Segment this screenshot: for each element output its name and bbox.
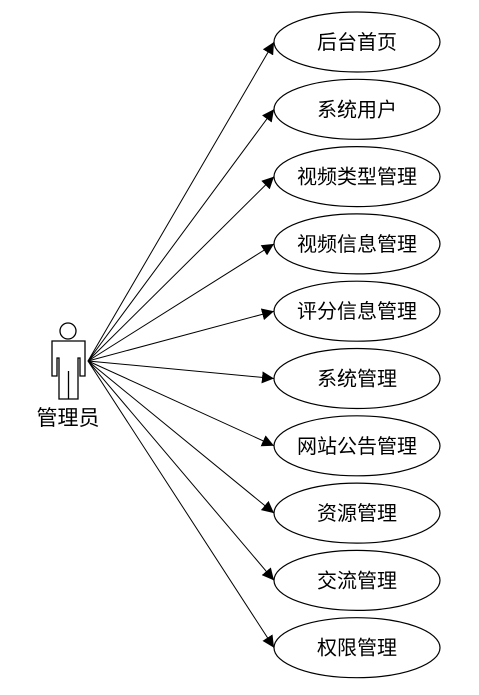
use-case-label: 网站公告管理 — [297, 434, 417, 458]
use-case-4[interactable]: 视频信息管理 — [273, 213, 441, 275]
use-case-3[interactable]: 视频类型管理 — [273, 146, 441, 208]
use-case-label: 系统用户 — [317, 97, 397, 121]
use-case-8[interactable]: 资源管理 — [273, 482, 441, 544]
use-case-ellipse — [273, 146, 441, 208]
association-arrow — [87, 41, 275, 362]
actor[interactable]: 管理员 — [37, 322, 100, 430]
association-arrow — [87, 360, 275, 648]
use-case-label: 视频信息管理 — [297, 232, 417, 256]
use-case-label: 视频类型管理 — [297, 165, 417, 189]
use-case-ellipse — [273, 280, 441, 342]
use-case-ellipse — [273, 549, 441, 612]
use-case-6[interactable]: 系统管理 — [273, 347, 441, 410]
actor-label: 管理员 — [37, 406, 100, 430]
association-arrow — [87, 360, 275, 514]
actor-icon — [51, 322, 86, 400]
use-case-label: 权限管理 — [317, 636, 397, 660]
use-case-2[interactable]: 系统用户 — [273, 78, 441, 140]
use-case-7[interactable]: 网站公告管理 — [273, 415, 441, 477]
use-case-10[interactable]: 权限管理 — [273, 617, 441, 679]
use-case-ellipse — [273, 617, 441, 679]
use-case-ellipse — [273, 78, 441, 140]
association-lines — [87, 41, 275, 648]
use-case-ellipse — [273, 347, 441, 410]
use-case-ellipse — [273, 11, 441, 73]
use-case-ellipse — [273, 415, 441, 477]
use-case-label: 后台首页 — [317, 30, 397, 54]
association-arrow — [87, 109, 275, 362]
association-arrow — [87, 176, 275, 362]
association-arrow — [87, 308, 275, 362]
use-case-group: 后台首页系统用户视频类型管理视频信息管理评分信息管理系统管理网站公告管理资源管理… — [273, 11, 441, 679]
association-arrow — [87, 243, 275, 362]
association-arrow — [87, 360, 275, 447]
association-arrow — [87, 360, 275, 384]
use-case-label: 评分信息管理 — [297, 299, 417, 323]
use-case-ellipse — [273, 213, 441, 275]
association-arrow — [87, 360, 275, 581]
use-case-label: 交流管理 — [317, 568, 397, 592]
use-case-1[interactable]: 后台首页 — [273, 11, 441, 73]
use-case-9[interactable]: 交流管理 — [273, 549, 441, 612]
use-case-label: 资源管理 — [317, 501, 397, 525]
use-case-ellipse — [273, 482, 441, 544]
use-case-5[interactable]: 评分信息管理 — [273, 280, 441, 342]
use-case-label: 系统管理 — [317, 367, 397, 391]
